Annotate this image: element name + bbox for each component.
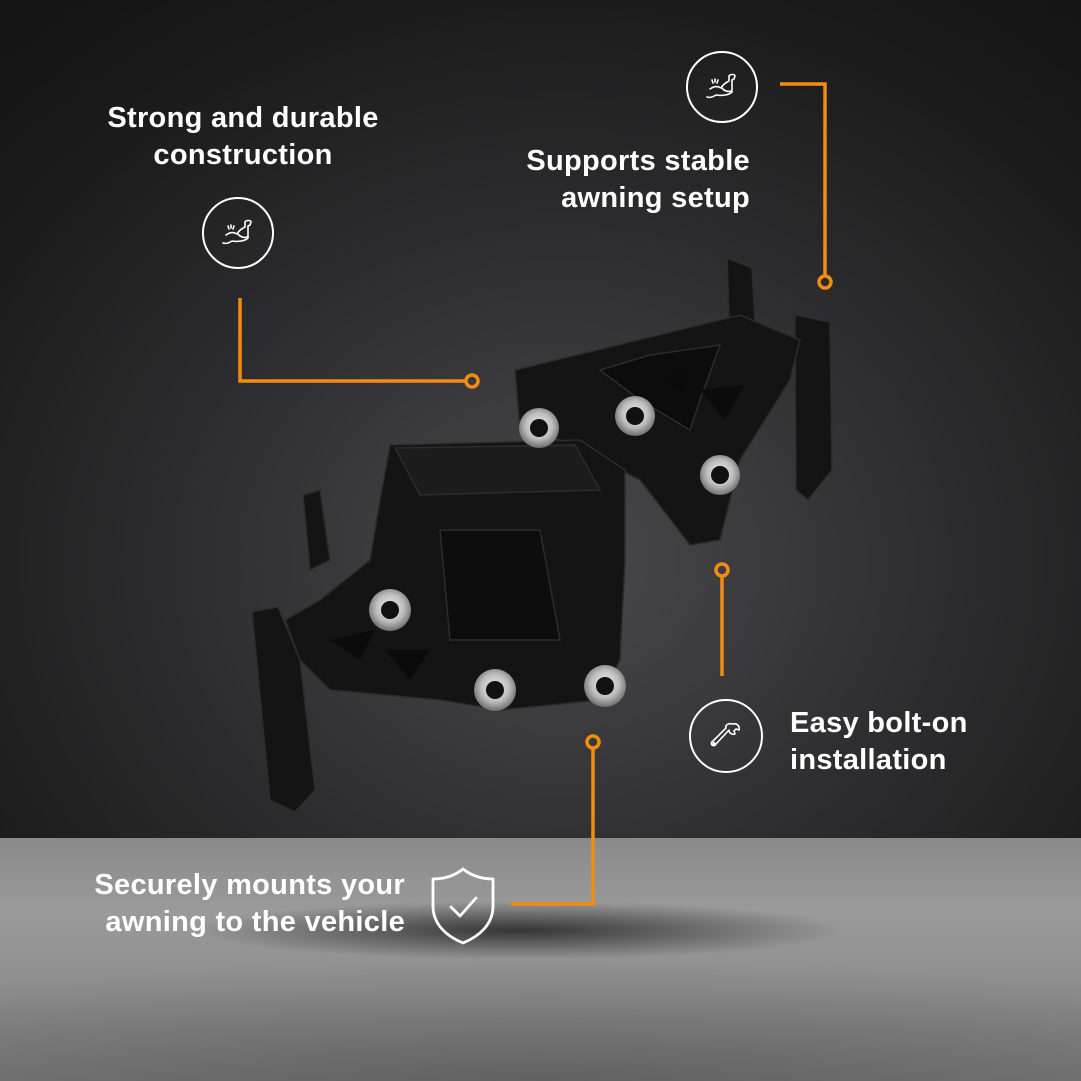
leader-dot-secure	[585, 734, 601, 750]
leader-dot-stable	[817, 274, 833, 290]
callout-secure-mount: Securely mounts your awning to the vehic…	[40, 867, 405, 941]
wrench-icon	[689, 699, 763, 773]
concrete-floor	[0, 838, 1081, 1081]
callout-line: Securely mounts your	[94, 869, 405, 901]
callout-line: awning setup	[561, 182, 750, 214]
flexed-bicep-icon	[686, 51, 758, 123]
leader-line-secure	[511, 748, 595, 906]
shield-check-icon	[431, 867, 495, 945]
callout-line: construction	[153, 139, 333, 171]
callout-stable-setup: Supports stable awning setup	[440, 143, 750, 217]
callout-line: awning to the vehicle	[105, 906, 405, 938]
leader-dot-bolt-on	[714, 562, 730, 578]
leader-line-stable	[780, 82, 827, 276]
callout-line: installation	[790, 744, 947, 776]
callout-line: Easy bolt-on	[790, 707, 968, 739]
leader-line-strong	[238, 298, 466, 383]
leader-dot-strong	[464, 373, 480, 389]
callout-line: Supports stable	[526, 145, 750, 177]
callout-line: Strong and durable	[107, 102, 379, 134]
callout-bolt-on: Easy bolt-on installation	[790, 705, 1030, 779]
callout-strong-durable: Strong and durable construction	[90, 100, 396, 174]
flexed-bicep-icon	[202, 197, 274, 269]
